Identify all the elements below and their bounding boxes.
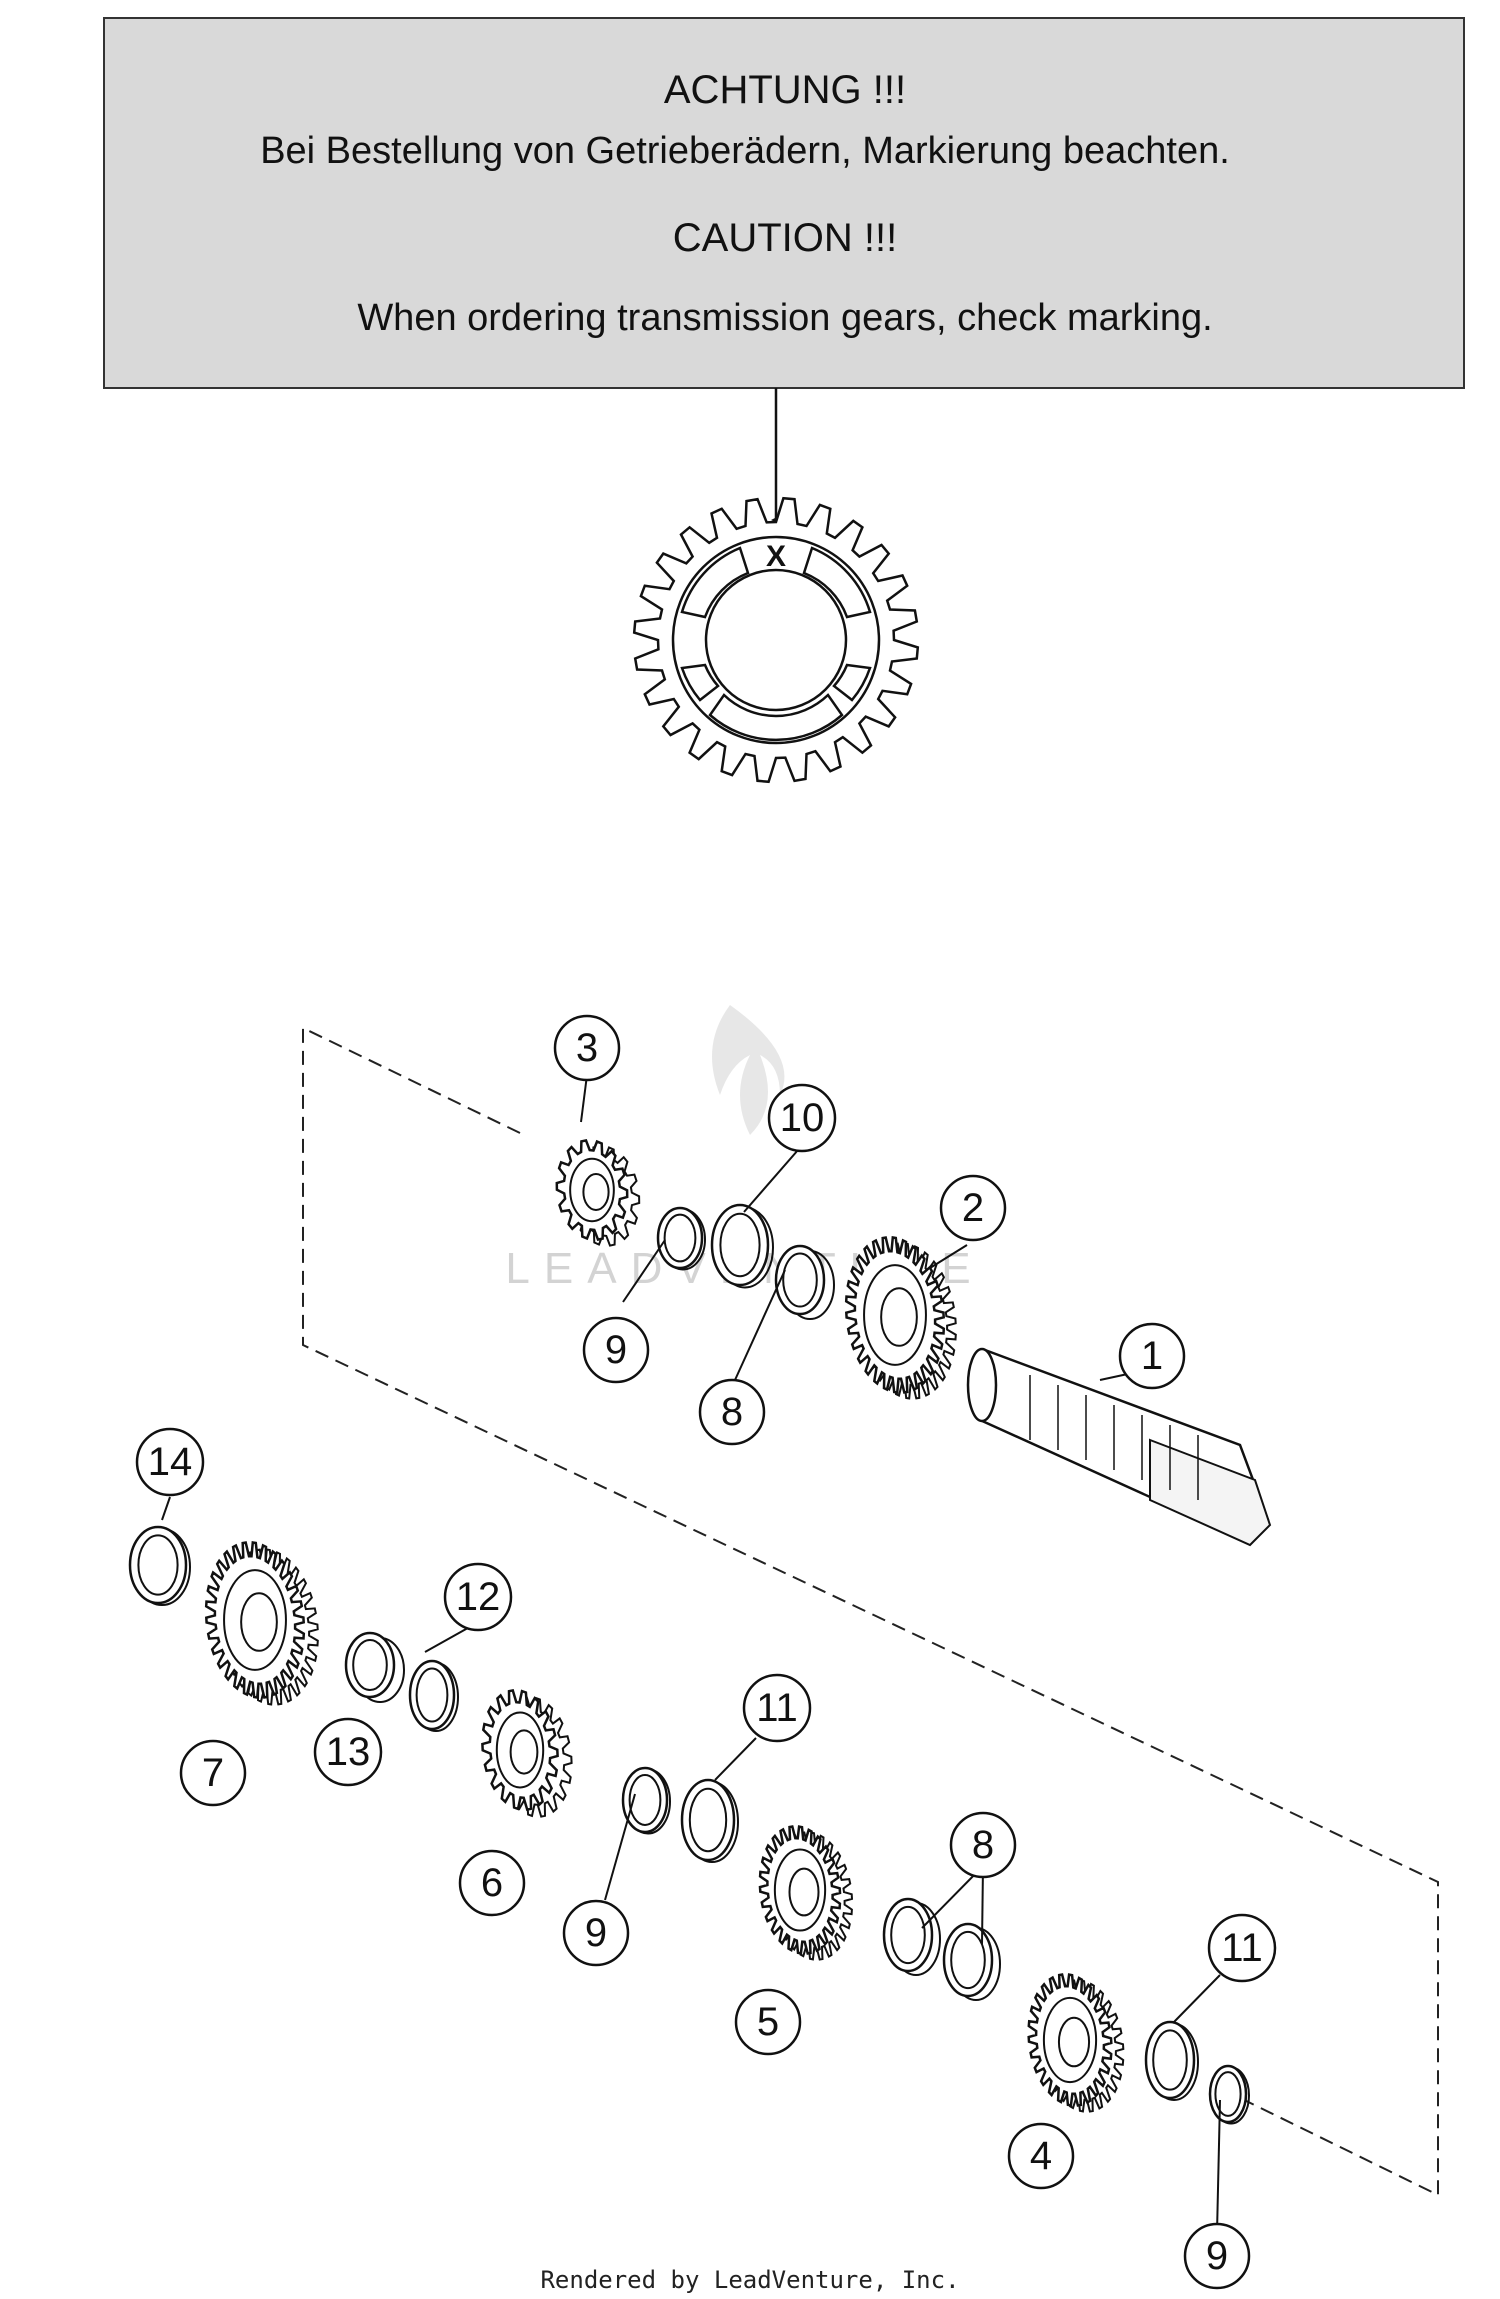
callout-9b[interactable]: 9	[562, 1899, 630, 1967]
callout-label: 5	[757, 2000, 779, 2044]
callout-label: 8	[721, 1390, 743, 1434]
callout-2[interactable]: 2	[939, 1174, 1007, 1242]
marking-gear-detail: X	[632, 496, 920, 784]
callout-9c[interactable]: 9	[1183, 2222, 1251, 2290]
callout-13[interactable]: 13	[313, 1717, 383, 1787]
ring-9-upper-inner	[663, 1213, 697, 1263]
callouts: 3 10 2 9 8 1 14 12 7 13 11 6 9 8 5 11 4 …	[135, 1014, 1277, 2290]
callout-label: 11	[756, 1686, 798, 1730]
callout-11[interactable]: 11	[742, 1673, 812, 1743]
gear-3-bore	[582, 1173, 610, 1211]
callout-label: 14	[148, 1440, 193, 1484]
callout-label: 10	[780, 1096, 825, 1140]
callout-label: 3	[576, 1026, 598, 1070]
shaft-end	[966, 1347, 998, 1423]
callout-12[interactable]: 12	[443, 1562, 513, 1632]
ring-9-lower-inner	[628, 1774, 662, 1826]
notice-line-4: When ordering transmission gears, check …	[357, 297, 1212, 339]
notice-line-2: Bei Bestellung von Getrieberädern, Marki…	[260, 130, 1230, 172]
callout-1[interactable]: 1	[1118, 1322, 1186, 1390]
callout-label: 11	[1221, 1926, 1263, 1970]
caution-notice: ACHTUNG !!! Bei Bestellung von Getrieber…	[103, 17, 1465, 389]
callout-8[interactable]: 8	[698, 1378, 766, 1446]
shaft-spline	[1149, 1438, 1272, 1547]
washer-11-lower-inner	[688, 1787, 728, 1853]
gear-6-bore	[509, 1729, 539, 1775]
bushing-8-upper-inner	[782, 1252, 818, 1308]
bushing-13-inner	[352, 1639, 388, 1691]
callout-6[interactable]: 6	[458, 1849, 526, 1917]
parts-layer	[128, 1138, 1272, 2125]
callout-4[interactable]: 4	[1007, 2122, 1075, 2190]
callout-14[interactable]: 14	[135, 1427, 205, 1497]
callout-label: 12	[456, 1575, 501, 1619]
washer-12-inner	[415, 1667, 449, 1723]
notice-line-3: CAUTION !!!	[673, 216, 897, 260]
gear-7-bore	[240, 1592, 278, 1652]
callout-label: 7	[202, 1751, 224, 1795]
washer-11-end-inner	[1152, 2029, 1188, 2091]
callout-label: 9	[585, 1911, 607, 1955]
callout-label: 9	[1206, 2234, 1228, 2278]
callout-label: 2	[962, 1186, 984, 1230]
callout-3[interactable]: 3	[553, 1014, 621, 1082]
callout-label: 9	[605, 1328, 627, 1372]
callout-7[interactable]: 7	[179, 1739, 247, 1807]
washer-10-inner	[719, 1212, 761, 1278]
callout-label: 4	[1030, 2134, 1052, 2178]
gear-5-bore	[788, 1867, 820, 1917]
marking-letter: X	[766, 540, 786, 573]
callout-9[interactable]: 9	[582, 1316, 650, 1384]
callout-label: 13	[326, 1730, 371, 1774]
gear-2-bore	[880, 1287, 918, 1347]
gear-4-bore	[1057, 2016, 1091, 2068]
footer-credit: Rendered by LeadVenture, Inc.	[540, 2266, 959, 2294]
assembly-outline	[302, 1026, 1439, 2197]
callout-5[interactable]: 5	[734, 1988, 802, 2056]
circlip-9-inner	[1214, 2071, 1242, 2117]
callout-label: 1	[1141, 1334, 1163, 1378]
bushing-8b-inner	[950, 1930, 986, 1990]
callout-10[interactable]: 10	[767, 1083, 837, 1153]
callout-label: 8	[972, 1823, 994, 1867]
washer-14-inner	[137, 1534, 179, 1596]
notice-line-1: ACHTUNG !!!	[664, 68, 906, 112]
callout-8b[interactable]: 8	[949, 1811, 1017, 1879]
callout-11b[interactable]: 11	[1207, 1913, 1277, 1983]
bushing-8a-inner	[890, 1905, 926, 1965]
callout-label: 6	[481, 1861, 503, 1905]
